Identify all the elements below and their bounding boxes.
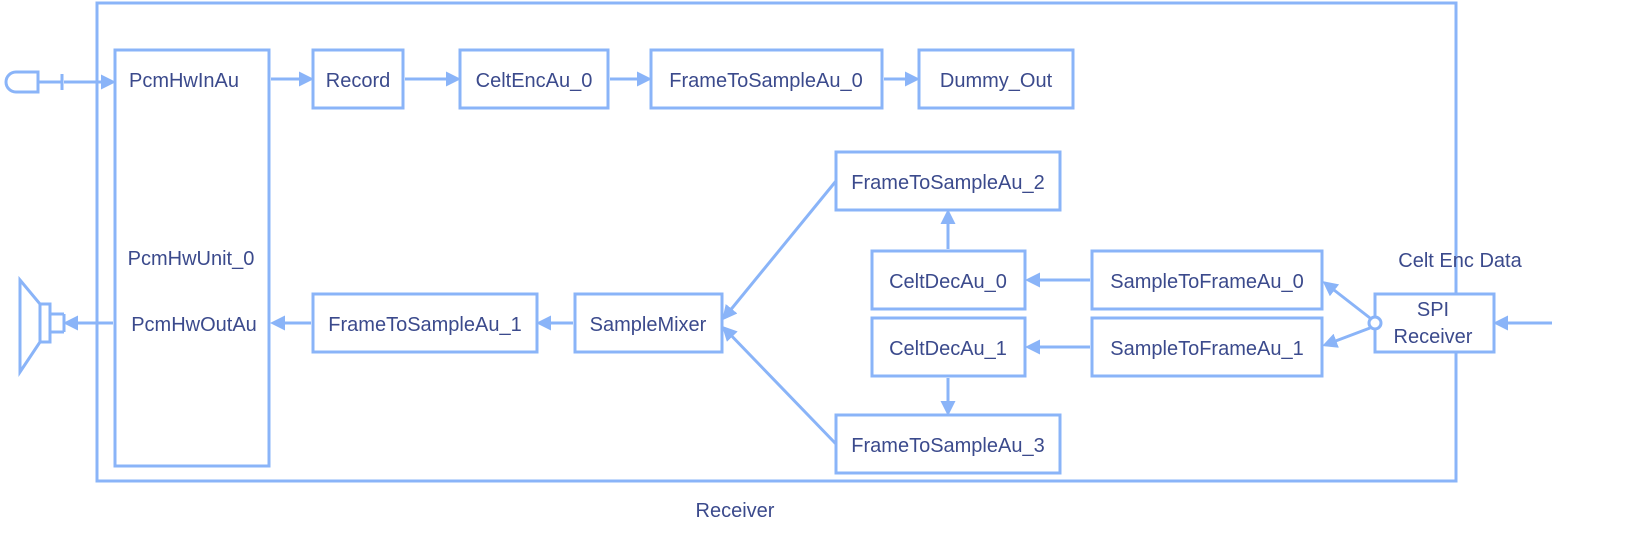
celt-enc-label: CeltEncAu_0 xyxy=(476,70,593,92)
s2f-1-label: SampleToFrameAu_1 xyxy=(1110,338,1303,360)
pcm-hw-out-label: PcmHwOutAu xyxy=(131,314,257,336)
microphone-icon xyxy=(4,70,64,94)
dummy-out-label: Dummy_Out xyxy=(940,70,1053,92)
celt-enc-data-label: Celt Enc Data xyxy=(1398,250,1522,272)
spi-port xyxy=(1367,315,1383,331)
f2s-0-node xyxy=(649,48,884,110)
f2s-0-label: FrameToSampleAu_0 xyxy=(669,70,862,92)
edge-spi-to-s2f-0 xyxy=(1322,281,1371,320)
f2s-2-label: FrameToSampleAu_2 xyxy=(851,172,1044,194)
celt-dec-1-node xyxy=(870,316,1027,378)
sample-mixer-label: SampleMixer xyxy=(590,314,707,336)
pcm-hw-in-label: PcmHwInAu xyxy=(129,70,239,92)
celt-enc-node xyxy=(458,48,610,110)
receiver-label: Receiver xyxy=(696,500,775,522)
f2s-3-label: FrameToSampleAu_3 xyxy=(851,435,1044,457)
spi-receiver-label-line1: SPI xyxy=(1417,299,1449,321)
f2s-1-node xyxy=(311,292,539,354)
celt-dec-0-node xyxy=(870,249,1027,311)
pcm-hw-unit xyxy=(113,48,271,468)
f2s-1-label: FrameToSampleAu_1 xyxy=(328,314,521,336)
spi-receiver-label-line2: Receiver xyxy=(1394,326,1473,348)
s2f-1-node xyxy=(1090,316,1324,378)
celt-dec-1-label: CeltDecAu_1 xyxy=(889,338,1007,360)
pcm-hw-unit-label: PcmHwUnit_0 xyxy=(128,248,255,270)
celt-dec-0-label: CeltDecAu_0 xyxy=(889,271,1007,293)
record-label: Record xyxy=(326,70,390,92)
record-node xyxy=(311,48,405,110)
sample-mixer-node xyxy=(573,292,724,354)
edge-spi-to-s2f-1 xyxy=(1322,326,1371,348)
s2f-0-node xyxy=(1090,249,1324,311)
edge-f2s-2-to-mixer xyxy=(722,180,838,321)
s2f-0-label: SampleToFrameAu_0 xyxy=(1110,271,1303,293)
speaker-icon xyxy=(18,275,66,377)
edge-f2s-3-to-mixer xyxy=(721,325,838,446)
